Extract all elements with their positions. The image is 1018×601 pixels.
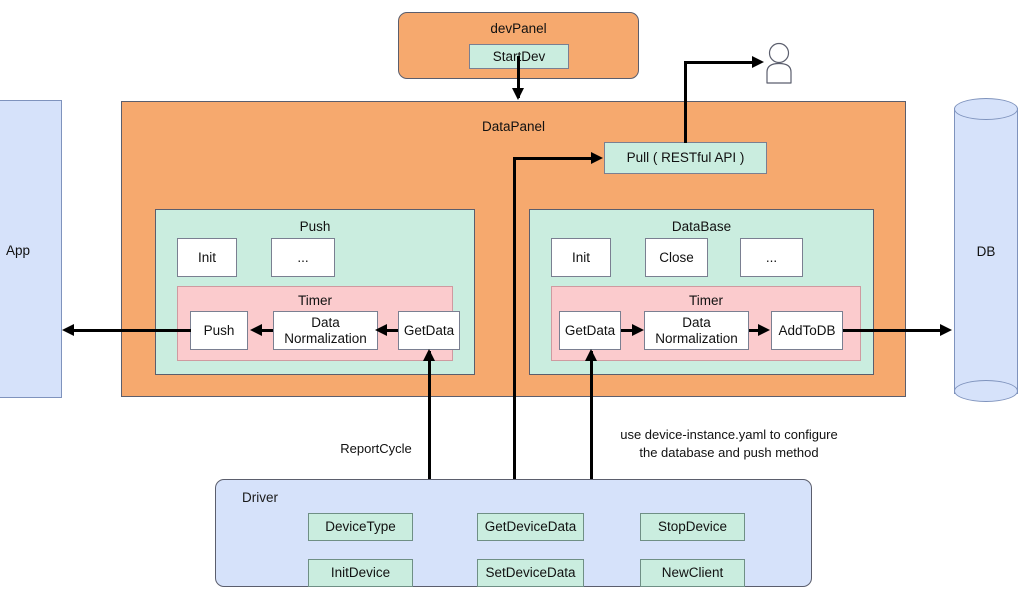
dev-panel-label: devPanel: [490, 21, 547, 36]
database-timer-step-getdata[interactable]: GetData: [559, 311, 621, 350]
connector-addtodb-to-db: [843, 329, 941, 332]
push-timer-step-push[interactable]: Push: [190, 311, 248, 350]
app-box[interactable]: App: [0, 100, 62, 398]
app-label: App: [5, 243, 31, 258]
connector-driver-to-database-getdata: [590, 351, 593, 479]
arrowhead-driver-to-pull: [591, 151, 603, 164]
arrowhead-devpanel-datapanel: [512, 88, 524, 100]
connector-driver-to-pull-vertical: [513, 157, 516, 479]
push-method-init[interactable]: Init: [177, 238, 237, 277]
arrowhead-db-getdata-to-datanorm: [632, 323, 644, 336]
connector-db-getdata-to-datanorm: [621, 329, 633, 332]
config-note-line-1: use device-instance.yaml to configure: [620, 427, 838, 442]
driver-node-stopdevice[interactable]: StopDevice: [640, 513, 745, 541]
driver-node-initdevice[interactable]: InitDevice: [308, 559, 413, 587]
database-timer-step-addtodb[interactable]: AddToDB: [771, 311, 843, 350]
data-panel-label: DataPanel: [481, 119, 546, 134]
driver-node-getdevicedata[interactable]: GetDeviceData: [477, 513, 584, 541]
db-cylinder[interactable]: DB: [954, 98, 1018, 404]
arrowhead-db-datanorm-to-addtodb: [758, 323, 770, 336]
database-method-close[interactable]: Close: [645, 238, 708, 277]
driver-node-newclient[interactable]: NewClient: [640, 559, 745, 587]
user-icon-svg: [766, 42, 792, 84]
driver-panel-label: Driver: [242, 490, 278, 505]
arrowhead-pull-to-user: [752, 56, 764, 68]
driver-node-devicetype[interactable]: DeviceType: [308, 513, 413, 541]
config-note-line-2: the database and push method: [639, 445, 819, 460]
connector-pull-to-user-vertical: [684, 61, 687, 143]
driver-panel[interactable]: Driver DeviceType GetDeviceData StopDevi…: [215, 479, 812, 587]
connector-push-to-app: [74, 329, 191, 332]
arrowhead-driver-to-database-getdata: [585, 349, 597, 361]
db-cylinder-bottom-cap: [954, 380, 1018, 402]
driver-node-setdevicedata[interactable]: SetDeviceData: [477, 559, 584, 587]
database-group-label: DataBase: [671, 219, 732, 234]
connector-datanorm-to-push: [261, 329, 273, 332]
push-timer-label: Timer: [298, 293, 332, 308]
database-timer-label: Timer: [689, 293, 723, 308]
pull-restful-api-node[interactable]: Pull ( RESTful API ): [604, 142, 767, 174]
connector-db-datanorm-to-addtodb: [749, 329, 759, 332]
database-method-init[interactable]: Init: [551, 238, 611, 277]
connector-driver-to-pull-horizontal: [513, 157, 592, 160]
connector-devpanel-datapanel: [517, 56, 520, 98]
push-method-more[interactable]: ...: [271, 238, 335, 277]
push-group-label: Push: [299, 219, 331, 234]
connector-pull-to-user-horizontal: [684, 61, 753, 64]
database-method-more[interactable]: ...: [740, 238, 803, 277]
database-timer-step-data-normalization[interactable]: Data Normalization: [644, 311, 749, 350]
arrowhead-driver-to-push-getdata: [423, 349, 435, 361]
arrowhead-addtodb-to-db: [940, 323, 952, 336]
db-label: DB: [976, 244, 996, 259]
user-icon: [762, 42, 796, 84]
arrowhead-getdata-to-datanorm-push: [375, 323, 387, 336]
connector-getdata-to-datanorm-push: [386, 329, 398, 332]
connector-driver-to-push-getdata: [428, 351, 431, 479]
report-cycle-annotation: ReportCycle: [340, 441, 412, 456]
arrowhead-push-to-app: [62, 323, 74, 336]
push-timer-step-getdata[interactable]: GetData: [398, 311, 460, 350]
db-cylinder-top-cap: [954, 98, 1018, 120]
push-timer-step-data-normalization[interactable]: Data Normalization: [273, 311, 378, 350]
arrowhead-datanorm-to-push: [250, 323, 262, 336]
